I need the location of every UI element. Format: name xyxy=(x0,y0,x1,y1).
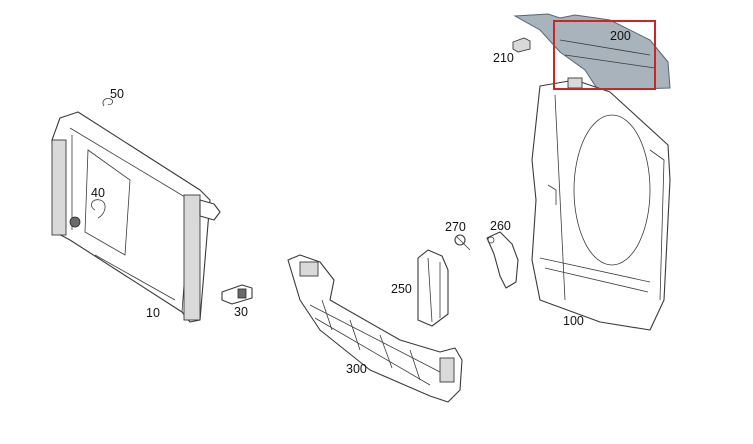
part-10-radiator[interactable] xyxy=(51,111,221,323)
callout-260[interactable]: 260 xyxy=(490,219,511,233)
part-100-fan-shroud[interactable] xyxy=(531,77,671,331)
callout-30[interactable]: 30 xyxy=(234,305,248,319)
part-50-clip[interactable] xyxy=(102,98,113,107)
callout-200[interactable]: 200 xyxy=(610,29,631,43)
callout-10[interactable]: 10 xyxy=(146,306,160,320)
callout-40[interactable]: 40 xyxy=(91,186,105,200)
part-300-lower-carrier[interactable] xyxy=(287,254,463,403)
part-260-bracket[interactable] xyxy=(486,231,519,289)
part-250-air-guide[interactable] xyxy=(417,249,449,327)
part-270-screw[interactable] xyxy=(454,234,471,251)
part-30-fitting[interactable] xyxy=(221,284,253,305)
callout-270[interactable]: 270 xyxy=(445,220,466,234)
callout-50[interactable]: 50 xyxy=(110,87,124,101)
callout-300[interactable]: 300 xyxy=(346,362,367,376)
callout-250[interactable]: 250 xyxy=(391,282,412,296)
part-40-hook[interactable] xyxy=(91,199,106,219)
part-210-clip[interactable] xyxy=(512,37,531,53)
selected-part-highlight-box xyxy=(553,20,656,90)
callout-100[interactable]: 100 xyxy=(563,314,584,328)
callout-210[interactable]: 210 xyxy=(493,51,514,65)
